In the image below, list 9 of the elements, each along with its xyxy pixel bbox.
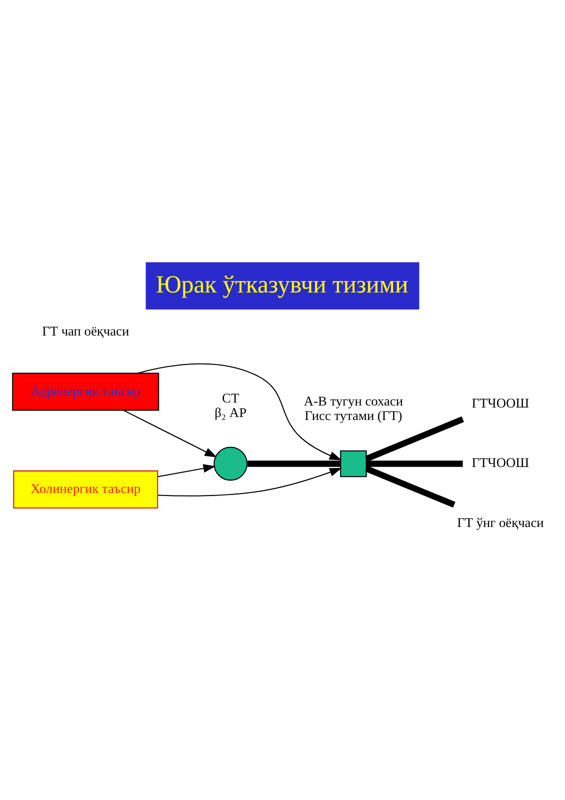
diagram-title: Юрак ўтказувчи тизими xyxy=(156,271,408,298)
node-label: Гисс тутами (ГТ) xyxy=(304,408,402,423)
node-label: СТ xyxy=(222,390,240,406)
node-label: β₂ AP xyxy=(214,404,247,420)
node-label: А-В тугун сохаси xyxy=(304,394,404,409)
node-text: ГТЧООШ xyxy=(472,396,530,411)
node-text: ГТЧООШ xyxy=(472,455,530,470)
node-text: ГТ ўнг оёқчаси xyxy=(457,514,544,530)
label: ГТ чап оёқчаси xyxy=(42,324,130,339)
